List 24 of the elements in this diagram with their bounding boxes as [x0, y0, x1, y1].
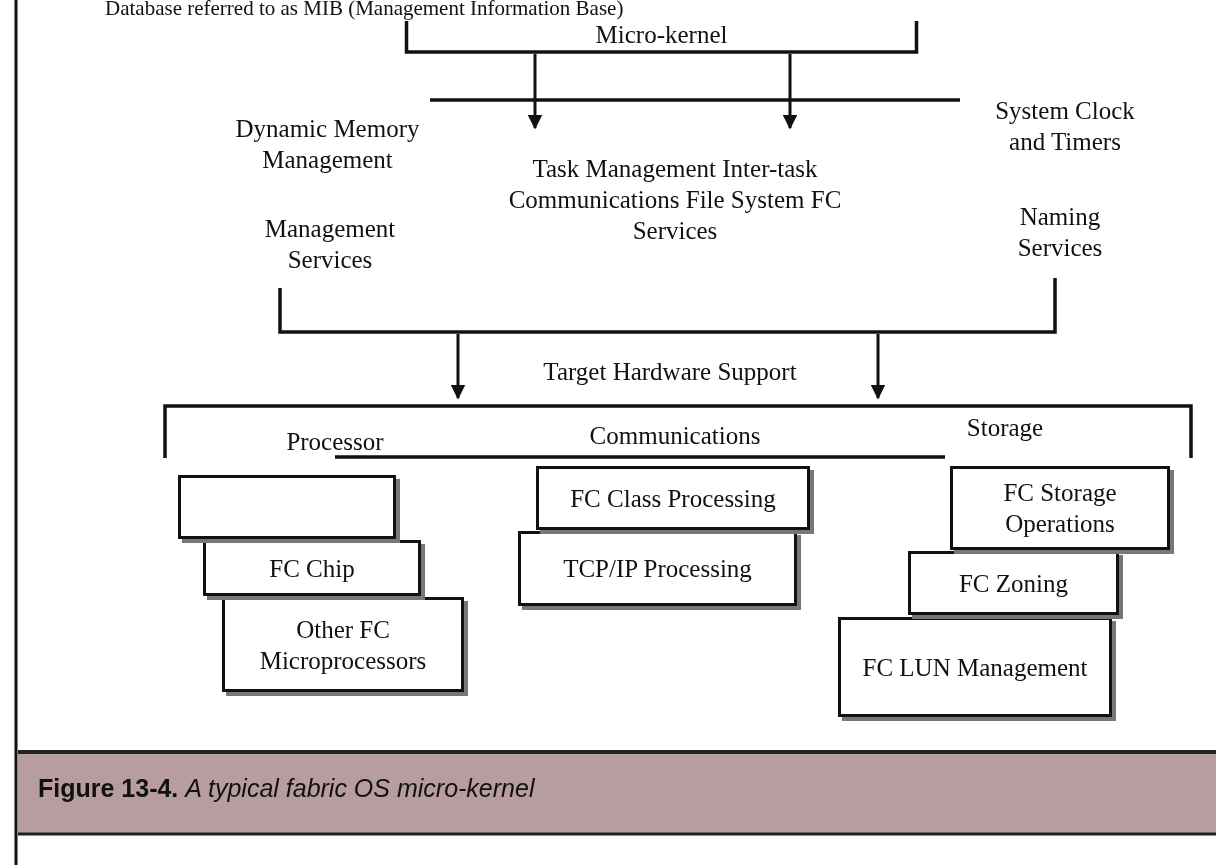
arrow: [450, 334, 466, 400]
box-label: FC Chip: [268, 553, 356, 584]
box-label: Management Services: [263, 214, 397, 275]
arrow: [782, 54, 798, 130]
box-label: Naming Services: [1016, 202, 1104, 263]
column-heading: Storage: [965, 413, 1045, 443]
box-label: FC Class Processing: [569, 483, 777, 514]
box-label: FC LUN Management: [861, 652, 1089, 683]
kernel-box: [405, 21, 918, 54]
arrow: [527, 54, 543, 130]
box-label: System Clock and Timers: [994, 96, 1136, 157]
box-label: Dynamic Memory Management: [234, 114, 421, 175]
arrow: [870, 334, 886, 400]
box-label: TCP/IP Processing: [562, 554, 753, 584]
note-text: Database referred to as MIB (Management Information Base): [105, 0, 624, 19]
box-label: FC Zoning: [957, 568, 1069, 599]
column-heading: Processor: [285, 427, 385, 457]
figure-caption: Figure 13-4. A typical fabric OS micro-kernel: [38, 774, 535, 803]
box-label: Task Management Inter-task Communications File System FC Services: [507, 154, 843, 246]
column-heading: Communications: [588, 421, 762, 451]
section-heading: Target Hardware Support: [542, 357, 798, 387]
box-label: Other FC Microprocessors: [258, 614, 428, 676]
box-label: Micro-kernel: [594, 20, 729, 50]
box-label: FC Storage Operations: [1002, 478, 1118, 539]
